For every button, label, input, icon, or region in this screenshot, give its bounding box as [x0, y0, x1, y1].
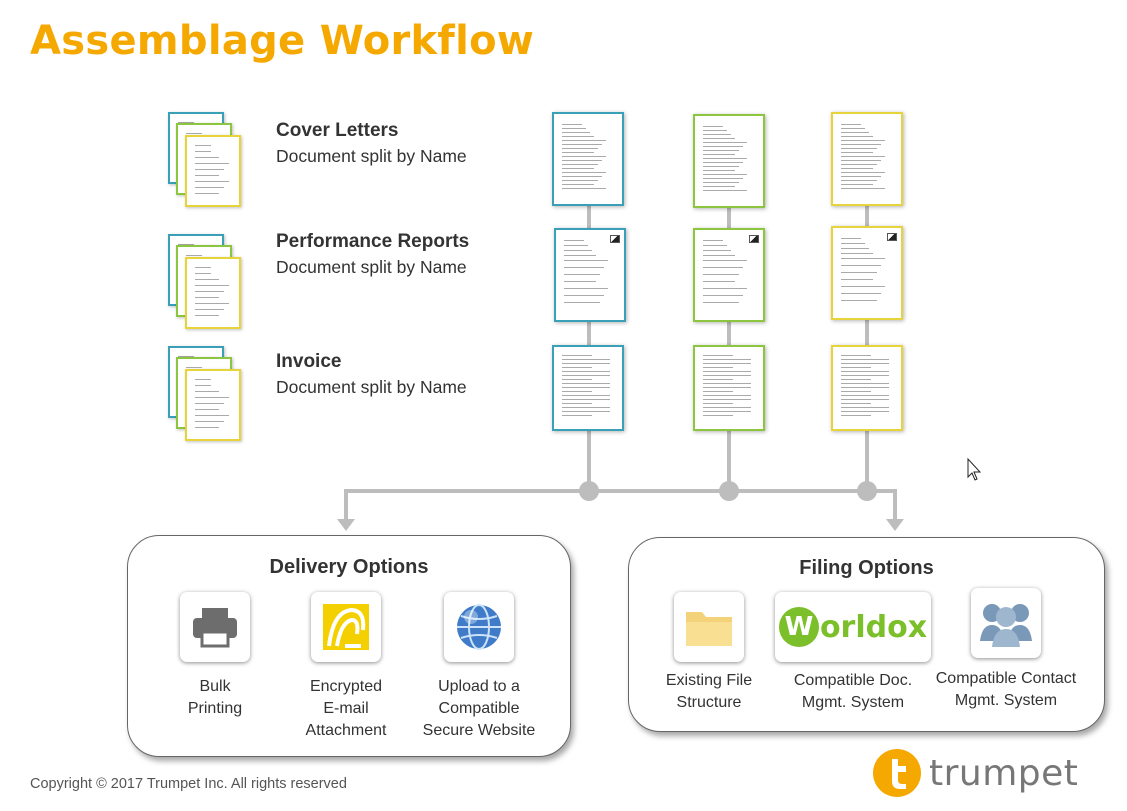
performance-report-page-1	[554, 228, 626, 322]
delivery-options-title: Delivery Options	[269, 556, 429, 578]
printer-icon	[180, 592, 250, 662]
performance-reports-stack-icon	[166, 232, 246, 337]
invoice-page-2	[693, 345, 765, 431]
delivery-options-panel: Delivery Options Bulk Printing Encrypted…	[127, 535, 571, 757]
doc-mgmt-system-option: W orldox Compatible Doc. Mgmt. System	[775, 592, 931, 714]
contact-mgmt-system-option: Compatible Contact Mgmt. System	[929, 588, 1083, 712]
performance-report-page-3	[831, 226, 903, 320]
doc-subtitle: Document split by Name	[276, 377, 467, 397]
invoice-page-1	[552, 345, 624, 431]
doc-label-performance-reports: Performance Reports Document split by Na…	[276, 231, 469, 278]
doc-subtitle: Document split by Name	[276, 146, 467, 166]
encrypted-email-icon	[311, 592, 381, 662]
doc-title: Performance Reports	[276, 231, 470, 252]
cover-letter-page-3	[831, 112, 903, 206]
option-label: Compatible Contact Mgmt. System	[935, 670, 1077, 709]
contacts-icon	[971, 588, 1041, 658]
cover-letters-stack-icon	[166, 110, 246, 215]
option-label: Compatible Doc. Mgmt. System	[793, 672, 913, 711]
doc-label-invoice: Invoice Document split by Name	[276, 351, 467, 398]
bulk-printing-option: Bulk Printing	[156, 592, 274, 720]
folder-icon	[674, 592, 744, 662]
globe-icon	[444, 592, 514, 662]
cover-letter-page-1	[552, 112, 624, 206]
option-label: Encrypted E-mail Attachment	[305, 678, 387, 739]
performance-report-page-2	[693, 228, 765, 322]
brand-wordmark: trumpet	[929, 752, 1079, 794]
invoice-stack-icon	[166, 344, 246, 449]
option-label: Existing File Structure	[665, 672, 753, 711]
invoice-page-3	[831, 345, 903, 431]
trumpet-mark-icon	[873, 749, 921, 797]
page-title: Assemblage Workflow	[30, 18, 535, 64]
cover-letter-page-2	[693, 114, 765, 208]
doc-title: Invoice	[276, 351, 342, 372]
doc-subtitle: Document split by Name	[276, 257, 467, 277]
encrypted-email-option: Encrypted E-mail Attachment	[286, 592, 406, 742]
filing-options-title: Filing Options	[799, 557, 934, 579]
secure-upload-option: Upload to a Compatible Secure Website	[414, 592, 544, 742]
option-label: Bulk Printing	[187, 678, 243, 717]
doc-title: Cover Letters	[276, 120, 399, 141]
existing-file-structure-option: Existing File Structure	[659, 592, 759, 714]
doc-label-cover-letters: Cover Letters Document split by Name	[276, 120, 467, 167]
trumpet-logo: trumpet	[873, 749, 1078, 797]
worldox-logo: W orldox	[775, 592, 931, 662]
option-label: Upload to a Compatible Secure Website	[422, 678, 536, 739]
filing-options-panel: Filing Options Existing File Structure W…	[628, 537, 1105, 732]
copyright-text: Copyright © 2017 Trumpet Inc. All rights…	[30, 776, 347, 792]
